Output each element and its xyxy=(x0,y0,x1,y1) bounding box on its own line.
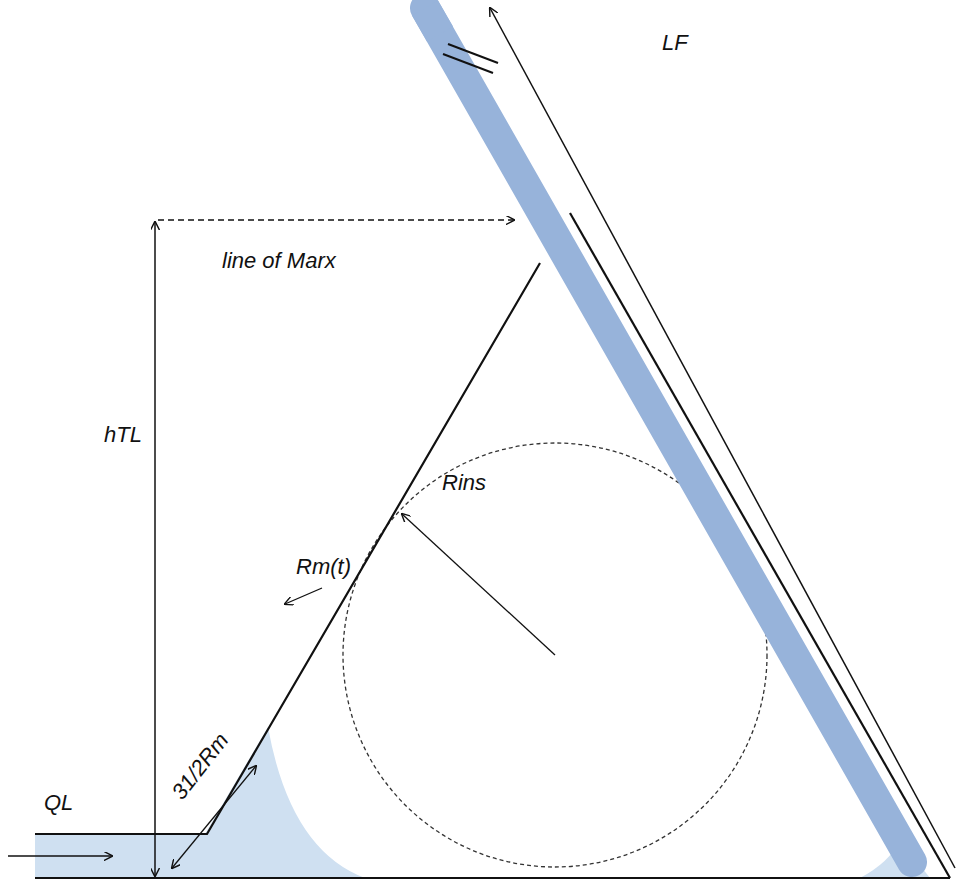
meniscus-length-label: 31/2Rm xyxy=(168,729,233,803)
fiber xyxy=(425,8,912,862)
corner-meniscus xyxy=(205,727,365,878)
channel-wall xyxy=(35,263,540,834)
channel-wall xyxy=(570,213,950,878)
channel-floor xyxy=(35,877,950,879)
height-arrow xyxy=(154,222,156,876)
fiber xyxy=(425,8,440,34)
break-mark xyxy=(448,44,498,63)
flow-arrow xyxy=(8,855,112,857)
meniscus-radius-arrow xyxy=(285,588,322,604)
flow-label: QL xyxy=(44,792,73,814)
radius-label: Rins xyxy=(442,472,486,494)
height-label: hTL xyxy=(104,424,142,446)
length-arrow xyxy=(490,8,955,868)
marx-line xyxy=(158,219,514,221)
radius-arrow xyxy=(402,514,555,655)
break-mark xyxy=(443,54,493,73)
marx-label: line of Marx xyxy=(222,250,336,272)
meniscus-radius-label: Rm(t) xyxy=(296,556,351,578)
length-label: LF xyxy=(662,32,688,54)
